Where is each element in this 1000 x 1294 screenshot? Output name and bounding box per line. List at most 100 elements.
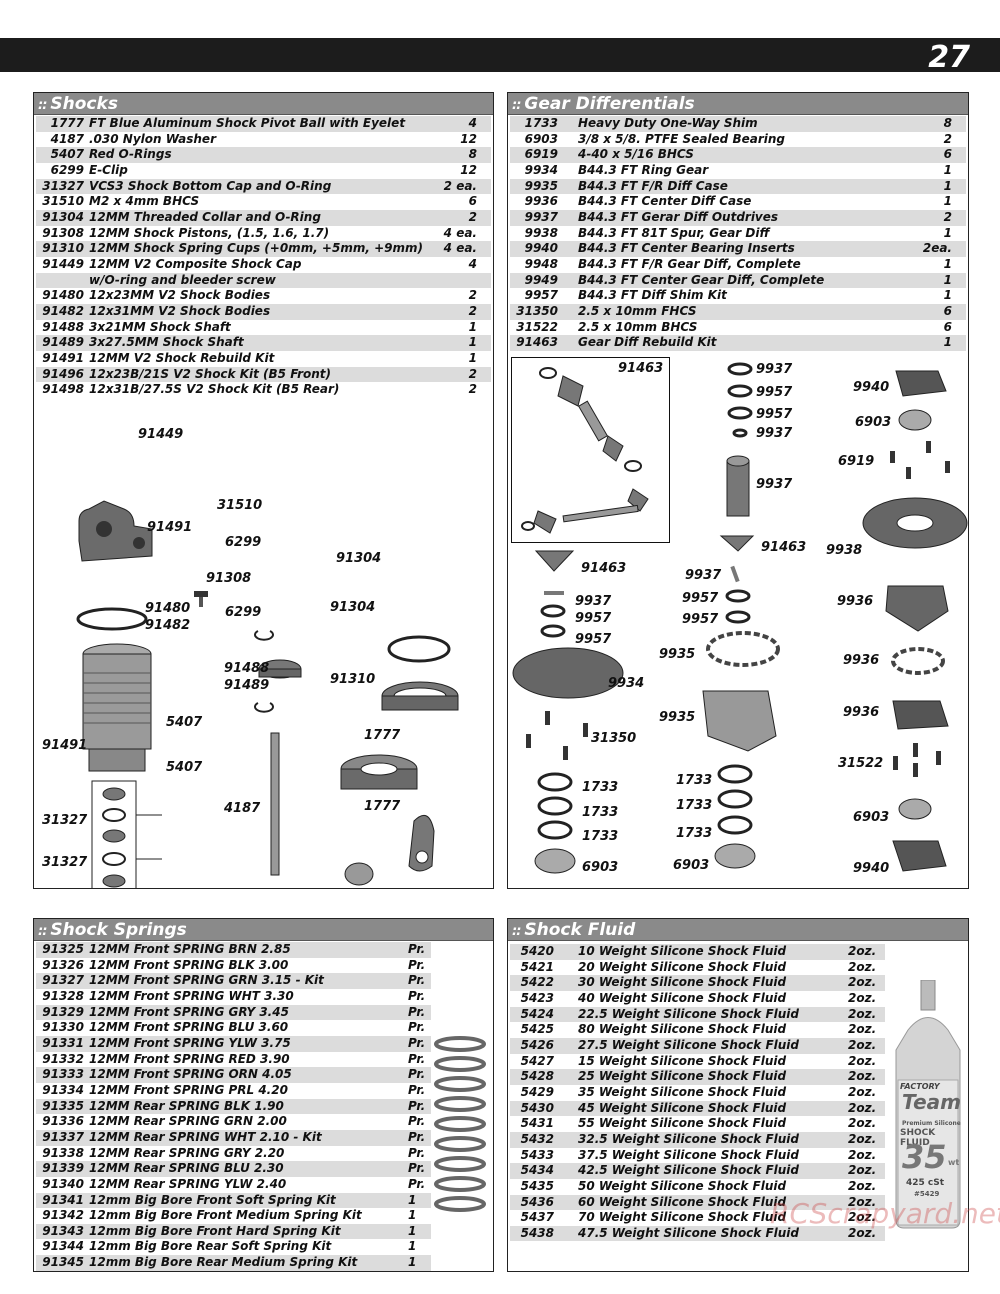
- label-9938: 9938: [826, 543, 863, 558]
- row-desc: 40 Weight Silicone Shock Fluid: [578, 990, 787, 1005]
- row-num: 9938: [524, 225, 558, 240]
- row-num: 9934: [524, 162, 558, 177]
- row-desc: 27.5 Weight Silicone Shock Fluid: [578, 1037, 800, 1052]
- row-num: 91333: [42, 1067, 84, 1082]
- row-num: 5430: [520, 1100, 554, 1115]
- row-desc: B44.3 FT Ring Gear: [578, 162, 709, 177]
- row-qty: 2oz.: [848, 1194, 877, 1209]
- row-desc: B44.3 FT Center Bearing Inserts: [578, 241, 795, 256]
- row-desc: 60 Weight Silicone Shock Fluid: [578, 1194, 787, 1209]
- row-qty: 1: [408, 1239, 417, 1254]
- row-num: 91345: [42, 1255, 84, 1270]
- label-9940: 9940: [853, 861, 890, 876]
- row-num: 91449: [42, 256, 84, 271]
- row-num: 9940: [524, 241, 558, 256]
- shock-body-drawing: [82, 643, 152, 772]
- row-num: 91488: [42, 319, 84, 334]
- label-9957: 9957: [756, 407, 793, 422]
- row-num: 9936: [524, 194, 558, 209]
- row-desc: 12x23MM V2 Shock Bodies: [89, 288, 271, 303]
- row-qty: 2ea.: [922, 241, 952, 256]
- row-desc: 12MM Rear SPRING WHT 2.10 - Kit: [89, 1129, 322, 1144]
- label-9937: 9937: [756, 362, 793, 377]
- row-qty: 1: [943, 272, 952, 287]
- row-desc: 12MM Front SPRING BLK 3.00: [89, 957, 289, 972]
- label-5407: 5407: [166, 760, 203, 775]
- row-qty: 6: [468, 194, 477, 209]
- row-qty: 2oz.: [848, 959, 877, 974]
- row-desc: 12MM Rear SPRING BLK 1.90: [89, 1098, 284, 1113]
- row-num: 91308: [42, 225, 84, 240]
- label-91449: 91449: [138, 427, 184, 442]
- row-desc: 2.5 x 10mm FHCS: [578, 303, 697, 318]
- row-desc: 4-40 x 5/16 BHCS: [578, 147, 694, 162]
- row-qty: 8: [468, 147, 477, 162]
- row-desc: 32.5 Weight Silicone Shock Fluid: [578, 1131, 800, 1146]
- row-qty: Pr.: [408, 1145, 426, 1160]
- row-qty: 12: [460, 162, 477, 177]
- row-desc: M2 x 4mm BHCS: [89, 194, 200, 209]
- row-desc: 2.5 x 10mm BHCS: [578, 319, 698, 334]
- row-qty: 2oz.: [848, 1006, 877, 1021]
- row-qty: 2: [468, 303, 477, 318]
- fluid-header: ::Shock Fluid: [508, 919, 968, 941]
- row-desc: .030 Nylon Washer: [89, 131, 216, 146]
- row-qty: Pr.: [408, 957, 426, 972]
- row-desc: B44.3 FT 81T Spur, Gear Diff: [578, 225, 770, 240]
- row-desc: 3x27.5MM Shock Shaft: [89, 335, 244, 350]
- label-31350: 31350: [591, 731, 637, 746]
- row-desc: 12x31B/27.5S V2 Shock Kit (B5 Rear): [89, 382, 340, 397]
- row-desc: 12MM V2 Composite Shock Cap: [89, 256, 302, 271]
- row-desc: Gear Diff Rebuild Kit: [578, 335, 717, 350]
- row-num: 5436: [520, 1194, 554, 1209]
- row-desc: B44.3 FT Gerar Diff Outdrives: [578, 209, 779, 224]
- row-num: 5429: [520, 1084, 554, 1099]
- label-1777: 1777: [364, 799, 401, 814]
- row-num: 5424: [520, 1006, 554, 1021]
- row-num: 5425: [520, 1022, 554, 1037]
- row-desc: Heavy Duty One-Way Shim: [578, 116, 758, 130]
- label-91304: 91304: [330, 600, 376, 615]
- row-num: 5427: [520, 1053, 554, 1068]
- row-desc: 12MM Rear SPRING GRY 2.20: [89, 1145, 285, 1160]
- row-qty: 2oz.: [848, 1022, 877, 1037]
- row-num: 5431: [520, 1116, 554, 1131]
- label-6903: 6903: [582, 860, 619, 875]
- label-1733: 1733: [676, 773, 713, 788]
- row-num: 91334: [42, 1082, 84, 1097]
- label-1733: 1733: [676, 798, 713, 813]
- row-desc: 12MM Shock Pistons, (1.5, 1.6, 1.7): [89, 225, 330, 240]
- row-num: 91489: [42, 335, 84, 350]
- row-qty: 2oz.: [848, 975, 877, 990]
- row-num: 91342: [42, 1208, 84, 1223]
- row-desc: 50 Weight Silicone Shock Fluid: [578, 1178, 787, 1193]
- label-31522: 31522: [838, 756, 884, 771]
- row-desc: B44.3 FT Center Diff Case: [578, 194, 752, 209]
- row-qty: 1: [943, 178, 952, 193]
- label-91308: 91308: [206, 571, 252, 586]
- row-num: 91491: [42, 350, 84, 365]
- row-desc: 25 Weight Silicone Shock Fluid: [578, 1069, 787, 1084]
- label-1733: 1733: [582, 805, 619, 820]
- row-desc: 12mm Big Bore Front Medium Spring Kit: [89, 1208, 362, 1223]
- row-num: 91343: [42, 1223, 84, 1238]
- row-desc: w/O-ring and bleeder screw: [89, 272, 276, 287]
